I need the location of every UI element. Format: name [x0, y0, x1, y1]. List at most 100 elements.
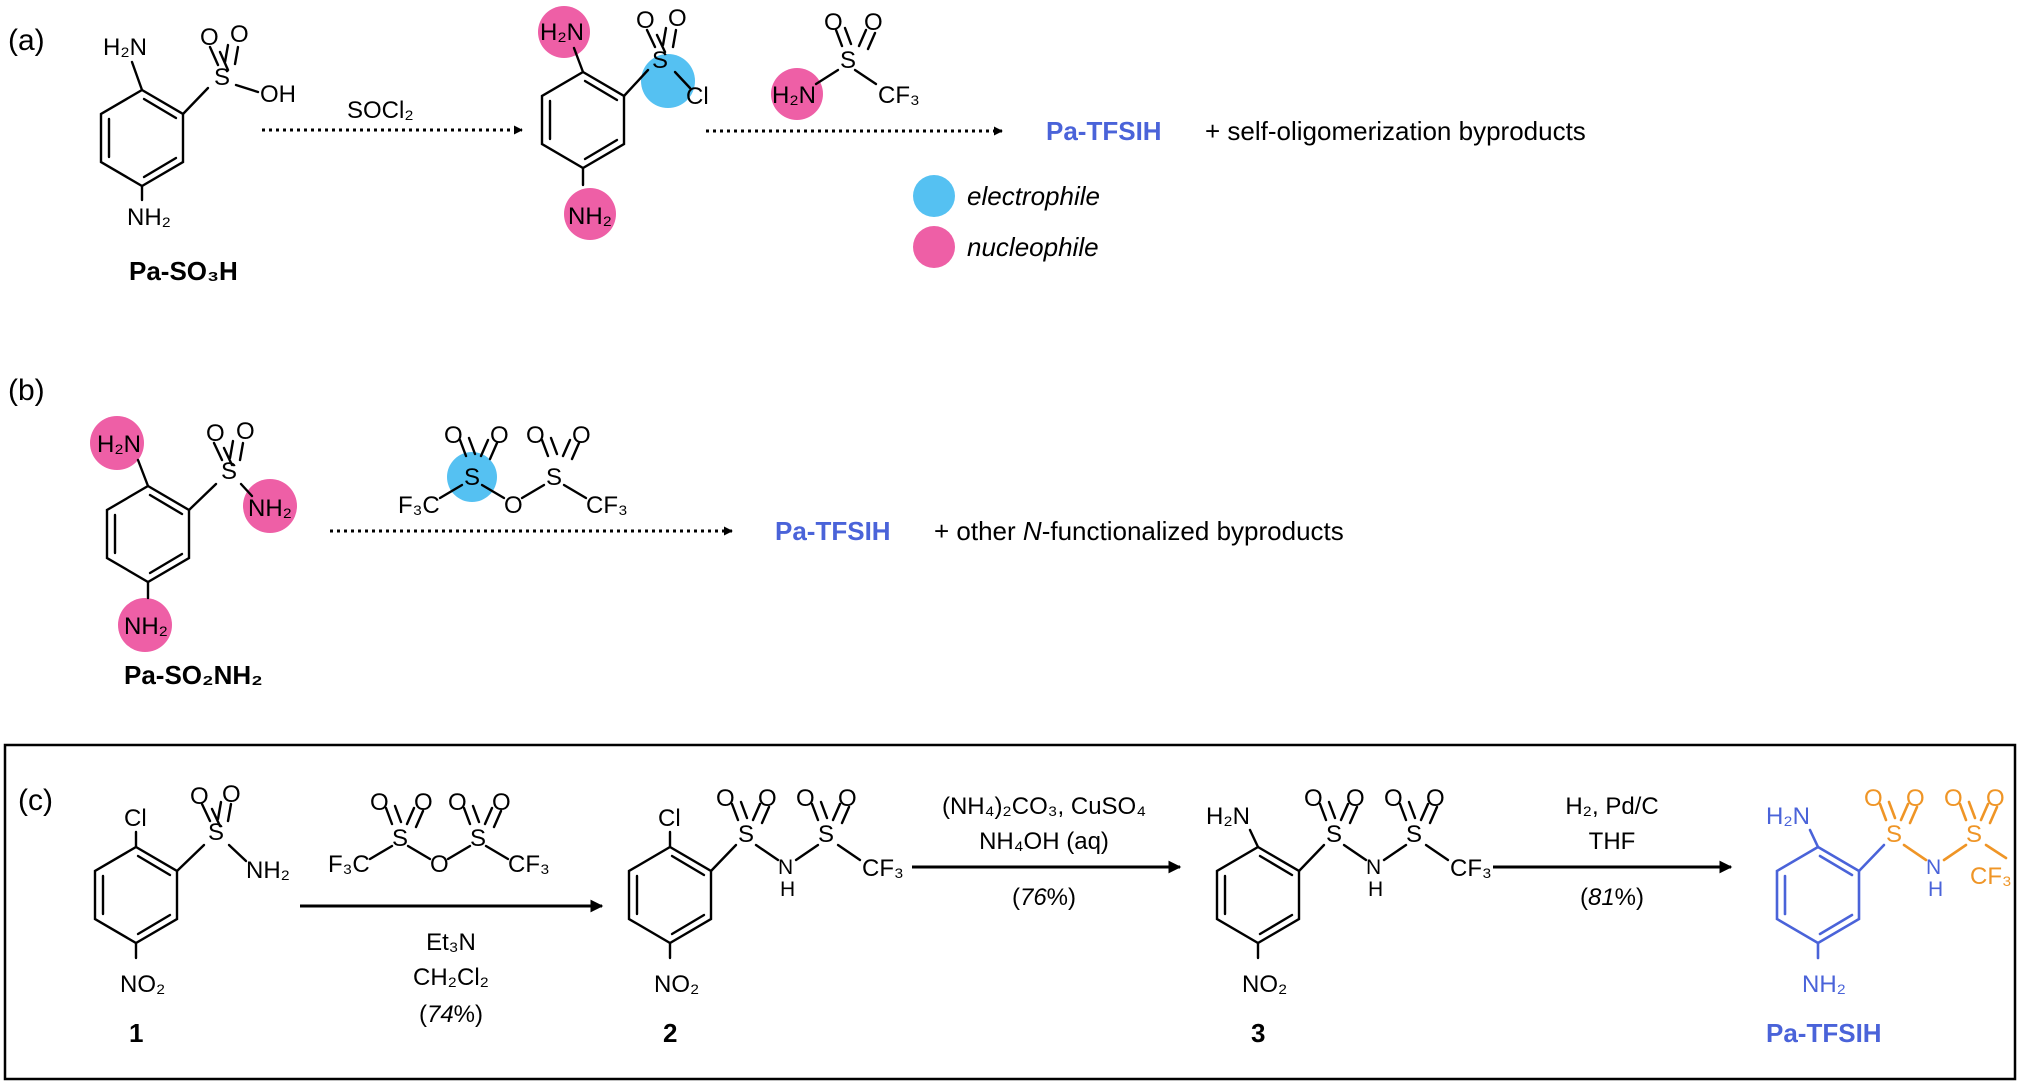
imide-hydrogen-label: H	[1368, 878, 1383, 901]
step2-yield: (76%)	[1012, 884, 1076, 911]
trifluoromethyl-label: CF₃	[586, 492, 628, 519]
oxygen-label: O	[864, 9, 883, 36]
chlorine-label: Cl	[686, 83, 709, 110]
amine-label: H₂N	[1766, 803, 1810, 830]
imide-nitrogen-label: N	[1366, 856, 1381, 879]
amine-label: H₂N	[1206, 803, 1250, 830]
oxygen-label: O	[1864, 785, 1883, 812]
oxygen-label: O	[1384, 785, 1403, 812]
benzene-ring	[540, 26, 692, 187]
nucleophile-highlight	[771, 68, 823, 120]
yield-value: 74	[427, 1001, 454, 1028]
oxygen-label: O	[572, 422, 591, 449]
sulfur-label: S	[1406, 821, 1422, 848]
molecule-compound-2: Cl S O O N H S O O CF₃ NO₂	[627, 785, 904, 998]
bond	[438, 436, 588, 500]
step1-yield: (74%)	[419, 1001, 483, 1028]
byproducts-text: + self-oligomerization byproducts	[1205, 116, 1586, 146]
nucleophile-highlight	[564, 188, 616, 240]
oxygen-label: O	[190, 783, 209, 810]
electrophile-highlight	[641, 54, 695, 108]
yield-value: 76	[1020, 884, 1047, 911]
molecule-triflamide: H₂N S O O CF₃	[771, 9, 920, 120]
molecule-pa-tfsih: H₂N NH₂ S O O N H S O O CF₃	[1766, 785, 2012, 998]
compound-number: 2	[663, 1018, 677, 1048]
nucleophile-legend-swatch	[913, 226, 955, 268]
nitro-label: NO₂	[120, 971, 165, 998]
trifluoromethyl-label: CF₃	[508, 851, 550, 878]
sulfur-label: S	[1326, 821, 1342, 848]
sulfur-label: S	[1886, 821, 1902, 848]
panel-c-frame	[3, 743, 2017, 1081]
oxygen-label: O	[448, 789, 467, 816]
benzene-ring	[99, 43, 260, 202]
oxygen-label: O	[668, 5, 687, 32]
sulfur-label: S	[208, 819, 224, 846]
hydroxyl-label: OH	[260, 81, 296, 108]
oxygen-label: O	[206, 420, 225, 447]
step1-condition-2: CH₂Cl₂	[413, 964, 489, 991]
step3-condition-1: H₂, Pd/C	[1565, 793, 1658, 820]
compound-name-pa-tfsih: Pa-TFSIH	[1766, 1018, 1882, 1048]
byproducts-text-post: -functionalized byproducts	[1042, 516, 1344, 546]
panel-b-label: (b)	[8, 374, 45, 407]
yield-close: %)	[1047, 884, 1076, 911]
amine-label: NH₂	[127, 204, 171, 231]
step2-condition-1: (NH₄)₂CO₃, CuSO₄	[942, 793, 1146, 820]
amine-label: H₂N	[97, 431, 141, 458]
oxygen-label: O	[1906, 785, 1925, 812]
amine-label: NH₂	[124, 613, 168, 640]
yield-open: (	[1580, 884, 1588, 911]
electrophile-highlight	[447, 452, 497, 502]
amine-label: H₂N	[540, 19, 584, 46]
trifluoromethyl-label: F₃C	[328, 851, 370, 878]
imide-hydrogen-label: H	[780, 878, 795, 901]
trifluoromethyl-label: CF₃	[862, 855, 904, 882]
oxygen-label: O	[236, 418, 255, 445]
bridging-oxygen-label: O	[504, 492, 523, 519]
trifluoromethyl-label: F₃C	[398, 492, 440, 519]
amine-label: NH₂	[568, 203, 612, 230]
yield-open: (	[419, 1001, 427, 1028]
electrophile-legend-label: electrophile	[967, 181, 1100, 211]
step1-condition-1: Et₃N	[426, 929, 476, 956]
molecule-pa-so3h: H₂N S O O OH NH₂	[99, 21, 296, 231]
tfsi-group	[1878, 800, 2008, 862]
oxygen-label: O	[1426, 785, 1445, 812]
chlorine-label: Cl	[658, 805, 681, 832]
compound-name-pa-so3h: Pa-SO₃H	[129, 256, 238, 286]
amine-label: H₂N	[103, 34, 147, 61]
yield-open: (	[1012, 884, 1020, 911]
imide-nitrogen-label: N	[778, 856, 793, 879]
nucleophile-highlight	[538, 6, 590, 58]
oxygen-label: O	[526, 422, 545, 449]
molecule-compound-1: Cl S O O NH₂ NO₂	[93, 781, 290, 998]
byproducts-text: + other N-functionalized byproducts	[934, 516, 1344, 546]
oxygen-label: O	[414, 789, 433, 816]
oxygen-label: O	[716, 785, 735, 812]
amine-label: NH₂	[1802, 971, 1846, 998]
aryl-diamine-core	[1775, 828, 1886, 960]
oxygen-label: O	[1944, 785, 1963, 812]
bond	[814, 26, 878, 86]
yield-close: %)	[1615, 884, 1644, 911]
trifluoromethyl-label: CF₃	[1970, 863, 2012, 890]
oxygen-label: O	[230, 21, 249, 48]
sulfur-label: S	[1966, 821, 1982, 848]
amine-label: H₂N	[772, 82, 816, 109]
bridging-oxygen-label: O	[430, 851, 449, 878]
oxygen-label: O	[636, 7, 655, 34]
chlorine-label: Cl	[124, 805, 147, 832]
benzene-ring	[1215, 800, 1450, 960]
oxygen-label: O	[200, 24, 219, 51]
oxygen-label: O	[492, 789, 511, 816]
nucleophile-highlight	[90, 416, 144, 470]
oxygen-label: O	[1986, 785, 2005, 812]
benzene-ring	[93, 800, 248, 960]
panel-a-label: (a)	[8, 24, 45, 57]
product-name: Pa-TFSIH	[1046, 116, 1162, 146]
nucleophile-legend-label: nucleophile	[967, 232, 1099, 262]
oxygen-label: O	[370, 789, 389, 816]
